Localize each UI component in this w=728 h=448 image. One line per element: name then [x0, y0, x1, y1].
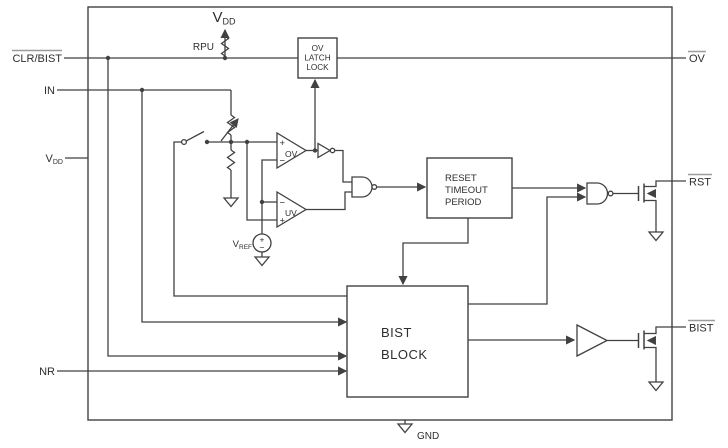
- vref-ground-icon: [253, 256, 271, 267]
- pin-vdd-left: VDD: [46, 153, 88, 166]
- pin-gnd: GND: [396, 420, 439, 442]
- vdd-pin-base: V: [46, 153, 54, 165]
- junction-dots: [105, 55, 318, 205]
- nand-gate-rst: [586, 182, 639, 205]
- pin-rst: RST: [688, 173, 712, 189]
- rst-fet-source-wire: [644, 199, 657, 232]
- bist-fet-ground-icon: [647, 381, 665, 392]
- junction-dot: [228, 139, 234, 145]
- vref-source: + − VREF: [233, 159, 277, 267]
- ov-latch-line1: OV: [312, 44, 324, 53]
- junction-dot: [222, 55, 228, 61]
- vdd-top-sub: DD: [223, 17, 236, 27]
- rst-fet-ground-icon: [647, 231, 665, 242]
- vref-plus-sign: +: [260, 235, 265, 245]
- bist-fet-source-wire: [644, 346, 657, 382]
- uv-comparator-label: UV: [285, 208, 297, 218]
- reset-line3: PERIOD: [445, 197, 482, 208]
- bist-block: BIST BLOCK: [346, 192, 587, 398]
- ov-latch-line2: LATCH: [304, 54, 330, 63]
- switch-blade: [186, 130, 205, 142]
- rst-nand-body: [586, 182, 609, 205]
- vref-to-ov-wire: [261, 159, 277, 234]
- bist-buffer: [576, 323, 639, 358]
- rst-mosfet: [637, 180, 686, 242]
- bist-mosfet: [637, 326, 686, 392]
- gnd-pin-label: GND: [417, 431, 439, 442]
- junction-dot: [139, 87, 145, 93]
- junction-dot: [259, 199, 265, 205]
- rst-fet-drain-wire: [644, 180, 686, 188]
- pin-nr: NR: [39, 366, 348, 378]
- variable-resistor-arrow: [220, 118, 239, 142]
- bist-block-line2: BLOCK: [381, 347, 428, 362]
- window-nand-body: [351, 176, 373, 198]
- junction-dot: [204, 139, 210, 145]
- gnd-ground-icon: [396, 423, 414, 434]
- ov-minus-sign: −: [280, 156, 286, 167]
- rst-pin-label: RST: [689, 177, 711, 189]
- uv-minus-sign: −: [280, 198, 286, 209]
- fixed-resistor-zigzag: [226, 149, 236, 171]
- in-pin-label: IN: [44, 85, 55, 97]
- junction-dot: [244, 139, 250, 145]
- window-nand-bubble: [371, 184, 378, 190]
- bist-pin-label: BIST: [689, 323, 714, 335]
- vref-sub: REF: [239, 244, 252, 251]
- vdd-pin-sub: DD: [53, 159, 63, 166]
- uv-plus-sign: +: [280, 216, 286, 227]
- ov-pin-label: OV: [689, 53, 706, 65]
- nr-pin-label: NR: [39, 366, 55, 378]
- vdd-pullup: VDD RPU: [193, 9, 236, 58]
- voltage-divider: [205, 90, 277, 221]
- pin-ov: OV: [337, 50, 706, 65]
- switch-contact: [180, 138, 188, 146]
- bist-buffer-triangle: [576, 323, 609, 358]
- reset-line1: RESET: [445, 173, 477, 184]
- pin-clr-bist: CLR/BIST: [12, 49, 348, 361]
- ov-comparator-triangle: [276, 131, 308, 170]
- vref-minus-sign: −: [260, 243, 265, 253]
- ov-latch-line3: LOCK: [306, 63, 329, 72]
- bist-fet-drain-wire: [644, 326, 686, 335]
- junction-dot: [105, 55, 111, 61]
- rst-nand-bubble: [607, 190, 614, 197]
- tap-to-uv-wire: [246, 142, 277, 221]
- inverter-triangle: [317, 142, 332, 159]
- switch-to-bist-wire: [173, 141, 347, 297]
- nand-gate-window: [351, 176, 427, 198]
- reset-line2: TIMEOUT: [445, 185, 488, 196]
- uv-comparator-triangle: [276, 190, 308, 229]
- inverter: [317, 142, 352, 183]
- rpu-label: RPU: [193, 42, 214, 53]
- vref-base: V: [233, 239, 240, 250]
- uv-to-nand-wire: [306, 191, 352, 211]
- rpu-resistor-zigzag: [220, 35, 230, 57]
- in-to-bist-wire: [141, 90, 348, 327]
- vdd-top-label: VDD: [212, 9, 236, 27]
- ov-plus-sign: +: [280, 138, 286, 149]
- ov-comparator-label: OV: [285, 149, 298, 159]
- uv-comparator: − + UV: [276, 190, 352, 229]
- reset-to-bist-wire: [398, 218, 469, 286]
- input-switch: [173, 130, 347, 297]
- vdd-top-base: V: [212, 9, 222, 26]
- ov-comparator: + − OV: [276, 131, 318, 170]
- inverter-bubble: [329, 147, 336, 154]
- bist-feedback-wire: [468, 192, 587, 305]
- bist-block-box: [346, 285, 469, 398]
- inverter-to-nand-wire: [335, 149, 352, 183]
- clr-bist-pin-label: CLR/BIST: [12, 53, 62, 65]
- vdd-pin-label: VDD: [46, 153, 63, 166]
- clr-bist-to-bist-wire: [107, 58, 348, 361]
- pin-bist: BIST: [688, 319, 715, 335]
- divider-ground-icon: [222, 197, 240, 208]
- vref-label: VREF: [233, 239, 252, 251]
- bist-block-line1: BIST: [381, 325, 412, 340]
- junction-dot: [312, 148, 318, 153]
- reset-timeout-block: RESET TIMEOUT PERIOD: [398, 157, 587, 286]
